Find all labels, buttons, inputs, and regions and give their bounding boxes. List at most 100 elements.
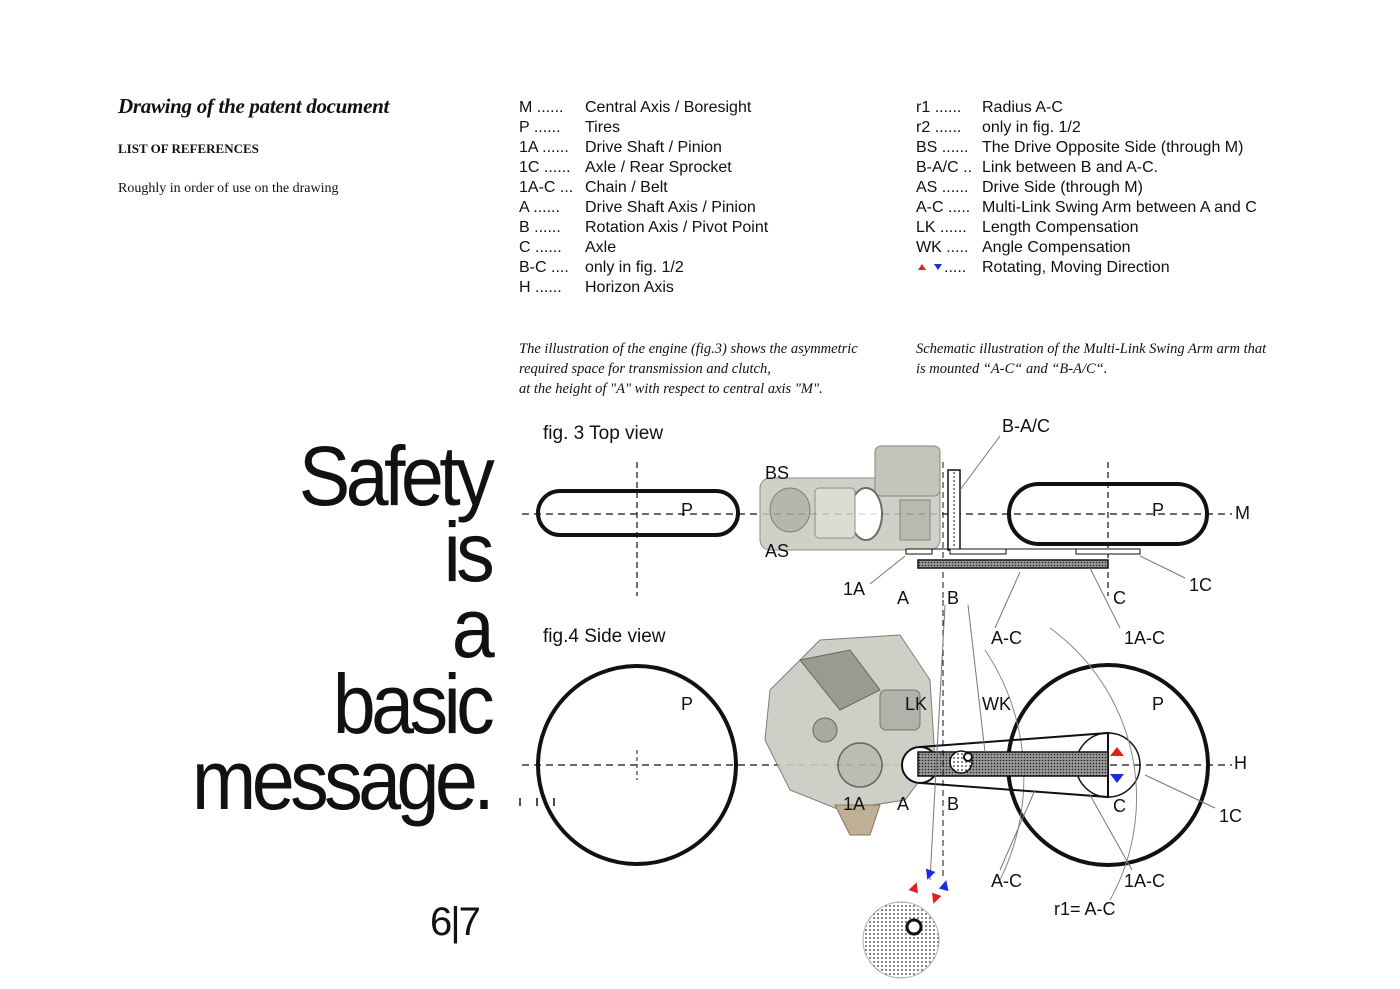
arrow-blue-icon <box>926 868 936 880</box>
reference-item: M ......Central Axis / Boresight <box>519 98 768 118</box>
tire-left-top <box>536 489 740 537</box>
reference-key-text: AS <box>916 179 938 196</box>
reference-item: r2 ......only in fig. 1/2 <box>916 118 1257 138</box>
slogan-line: message. <box>191 733 495 827</box>
reference-key-text: WK <box>916 239 942 256</box>
arrow-down-blue-icon <box>1110 774 1124 783</box>
label-p-left-top: P <box>681 500 693 520</box>
label-ac-bottom: A-C <box>991 871 1022 891</box>
reference-key: B-A/C .. <box>916 158 982 178</box>
reference-key: LK ...... <box>916 218 982 238</box>
label-ac-top: A-C <box>991 628 1022 648</box>
reference-dots: .... <box>551 259 569 276</box>
document-title: Drawing of the patent document <box>118 94 390 118</box>
engine-caption-line: at the height of "A" with respect to cen… <box>519 381 823 397</box>
reference-item: B ......Rotation Axis / Pivot Point <box>519 218 768 238</box>
reference-text: Length Compensation <box>982 219 1139 236</box>
slogan-line: is <box>443 505 494 599</box>
reference-dots: ...... <box>941 179 969 196</box>
reference-item: A ......Drive Shaft Axis / Pinion <box>519 198 768 218</box>
reference-text: Axle / Rear Sprocket <box>585 159 732 176</box>
slogan: Safety is a basic message. <box>166 434 495 827</box>
reference-dots: ...... <box>533 199 560 216</box>
reference-text: Angle Compensation <box>982 239 1131 256</box>
reference-text: Central Axis / Boresight <box>585 99 752 116</box>
reference-item: BS ......The Drive Opposite Side (throug… <box>916 138 1257 158</box>
reference-dots: ...... <box>542 139 569 156</box>
engine-caption-line: required space for transmission and clut… <box>519 361 771 377</box>
reference-key: C ...... <box>519 238 585 258</box>
reference-key: A-C ..... <box>916 198 982 218</box>
label-b-top: B <box>947 588 959 608</box>
swing-arm-top <box>917 559 1109 569</box>
reference-key: BS ...... <box>916 138 982 158</box>
reference-key-text: A-C <box>916 199 944 216</box>
reference-item: C ......Axle <box>519 238 768 258</box>
reference-dots: ..... <box>948 199 971 216</box>
arrow-up-red-icon <box>1110 747 1124 756</box>
label-a-top: A <box>897 588 909 608</box>
reference-item: .....Rotating, Moving Direction <box>916 258 1257 278</box>
label-as: AS <box>765 541 789 561</box>
slogan-line: a <box>451 581 495 675</box>
label-h: H <box>1234 753 1247 773</box>
engine-side-view-image <box>764 634 936 836</box>
reference-key-text: C <box>519 239 531 256</box>
label-1a-top: 1A <box>843 579 865 599</box>
reference-item: 1A-C ...Chain / Belt <box>519 178 768 198</box>
label-bs: BS <box>765 463 789 483</box>
reference-dots: ..... <box>946 239 969 256</box>
label-m: M <box>1235 503 1250 523</box>
reference-dots: ..... <box>944 259 967 276</box>
reference-key-text: 1C <box>519 159 540 176</box>
reference-text: Rotation Axis / Pivot Point <box>585 219 769 236</box>
reference-item: r1 ......Radius A-C <box>916 98 1257 118</box>
label-p-left-side: P <box>681 694 693 714</box>
label-wk: WK <box>982 694 1011 714</box>
fig4-title: fig.4 Side view <box>543 626 666 647</box>
reference-key-text: 1A <box>519 139 538 156</box>
red-blue-arrows-icon <box>916 259 944 276</box>
reference-item: P ......Tires <box>519 118 768 138</box>
reference-text: Tires <box>585 119 620 136</box>
engine-top-view-image <box>759 445 941 551</box>
reference-dots: ...... <box>536 99 564 116</box>
reference-key: ..... <box>916 258 982 278</box>
reference-key-text: P <box>519 119 530 136</box>
reference-dots: .. <box>963 159 973 176</box>
arrow-red-icon <box>932 892 942 904</box>
label-c-top: C <box>1113 588 1126 608</box>
references-subhead: LIST OF REFERENCES <box>118 141 259 156</box>
reference-text: Axle <box>585 239 617 256</box>
order-note: Roughly in order of use on the drawing <box>118 181 339 196</box>
reference-text: Chain / Belt <box>585 179 668 196</box>
page-number: 6|7 <box>430 900 481 944</box>
reference-key: 1A ...... <box>519 138 585 158</box>
reference-dots: ... <box>559 179 574 196</box>
reference-key: AS ...... <box>916 178 982 198</box>
engine-caption-line: The illustration of the engine (fig.3) s… <box>519 341 858 357</box>
label-1ac-bottom: 1A-C <box>1124 871 1165 891</box>
reference-key: r1 ...... <box>916 98 982 118</box>
tire-left-side <box>536 664 738 866</box>
reference-key-text: r1 <box>916 99 931 116</box>
swing-arm-caption-line: Schematic illustration of the Multi-Link… <box>916 341 1267 357</box>
engine-caption: The illustration of the engine (fig.3) s… <box>519 339 858 399</box>
reference-item: B-A/C ..Link between B and A-C. <box>916 158 1257 178</box>
arrow-red-icon <box>908 882 918 894</box>
reference-key-text: H <box>519 279 531 296</box>
pivot-detail-circle <box>862 901 940 979</box>
label-1ac-top: 1A-C <box>1124 628 1165 648</box>
label-p-right-side: P <box>1152 694 1164 714</box>
reference-key-text: A <box>519 199 529 216</box>
reference-key-text: LK <box>916 219 936 236</box>
label-c-side: C <box>1113 796 1126 816</box>
reference-text: Drive Side (through M) <box>982 179 1143 196</box>
reference-key: r2 ...... <box>916 118 982 138</box>
reference-text: Link between B and A-C. <box>982 159 1159 176</box>
reference-item: B-C ....only in fig. 1/2 <box>519 258 768 278</box>
reference-dots: ...... <box>934 119 962 136</box>
reference-dots: ...... <box>535 239 562 256</box>
reference-key: 1A-C ... <box>519 178 585 198</box>
reference-key-text: B <box>519 219 530 236</box>
